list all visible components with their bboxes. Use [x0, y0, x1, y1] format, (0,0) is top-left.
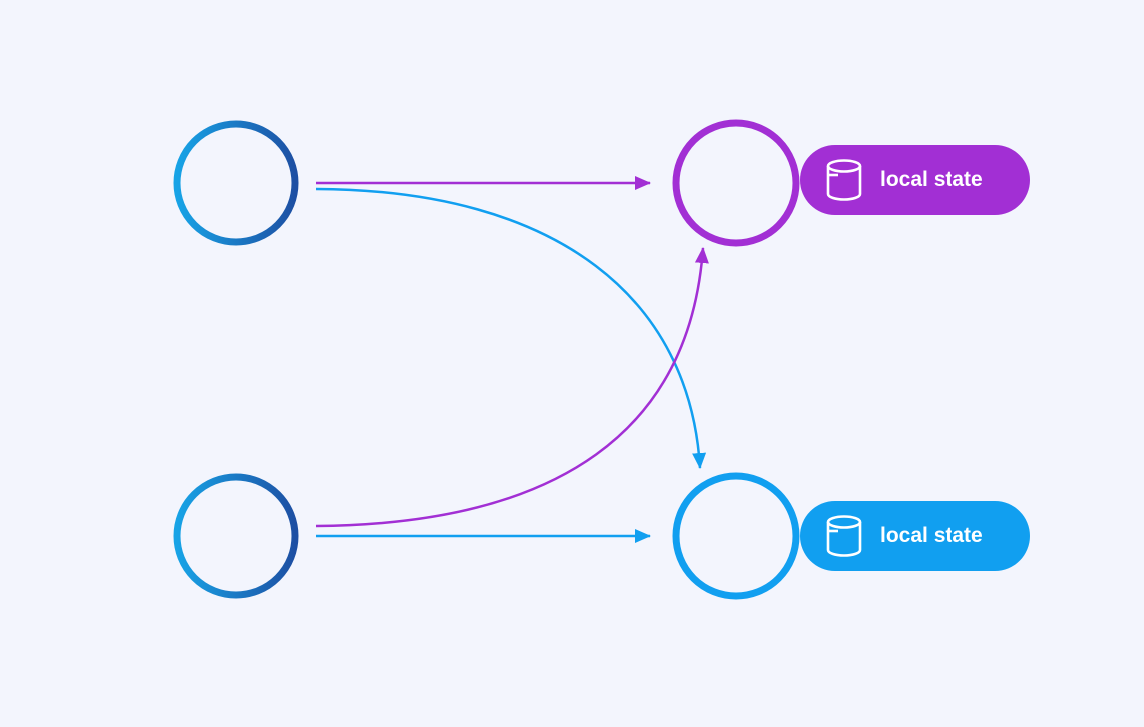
badge-label: local state	[880, 524, 983, 547]
target-node-bottom	[672, 472, 800, 600]
badge-label: local state	[880, 168, 983, 191]
source-node-top	[173, 120, 299, 246]
edge-top-to-bottom	[315, 187, 707, 469]
local-state-badge-top: local state	[800, 145, 1030, 215]
database-icon	[824, 513, 864, 559]
source-node-bottom	[173, 473, 299, 599]
database-icon	[824, 157, 864, 203]
target-node-top	[672, 119, 800, 247]
local-state-badge-bottom: local state	[800, 501, 1030, 571]
edge-bottom-to-top	[315, 247, 709, 528]
